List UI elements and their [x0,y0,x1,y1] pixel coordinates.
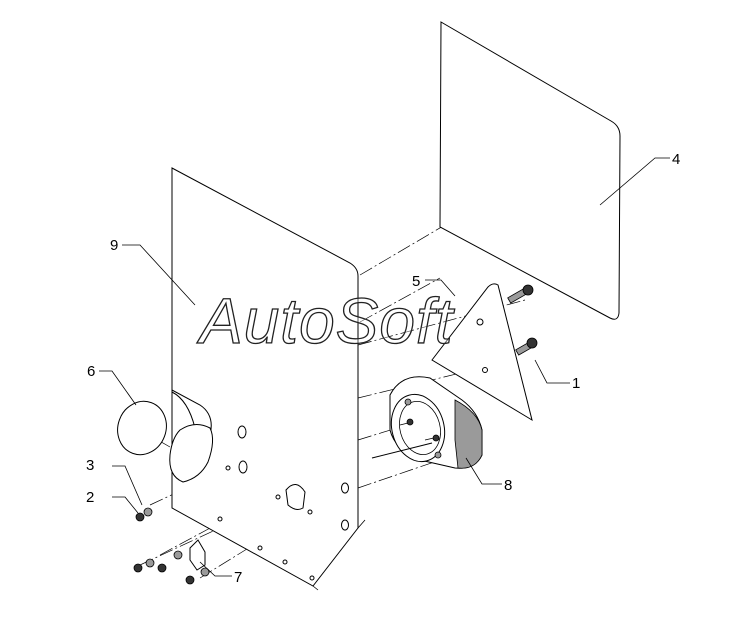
bracket-hole-top [476,318,484,326]
callout-6: 6 [87,363,95,380]
round-cover [117,400,167,456]
bolt-lower [515,337,538,356]
callout-1: 1 [572,375,580,392]
panel-holes [217,425,349,581]
instrument-gauge [371,376,483,469]
callout-3: 3 [86,457,94,474]
bracket-hole-bottom [482,367,488,373]
callout-4: 4 [672,151,680,168]
cover-opening [169,424,214,483]
callout-5: 5 [412,273,420,290]
panel-bend-edge [312,519,366,591]
small-clip [189,539,206,571]
watermark-text: AutoSoft [196,285,455,357]
leader-lines [99,157,670,577]
callout-2: 2 [86,489,94,506]
callout-9: 9 [110,237,118,254]
back-plate [439,21,621,320]
callout-7: 7 [234,569,242,586]
bolt-upper [507,284,534,304]
callout-8: 8 [504,477,512,494]
triangular-bracket [431,283,533,422]
main-panel [171,167,359,587]
nuts-and-washers [133,507,210,585]
